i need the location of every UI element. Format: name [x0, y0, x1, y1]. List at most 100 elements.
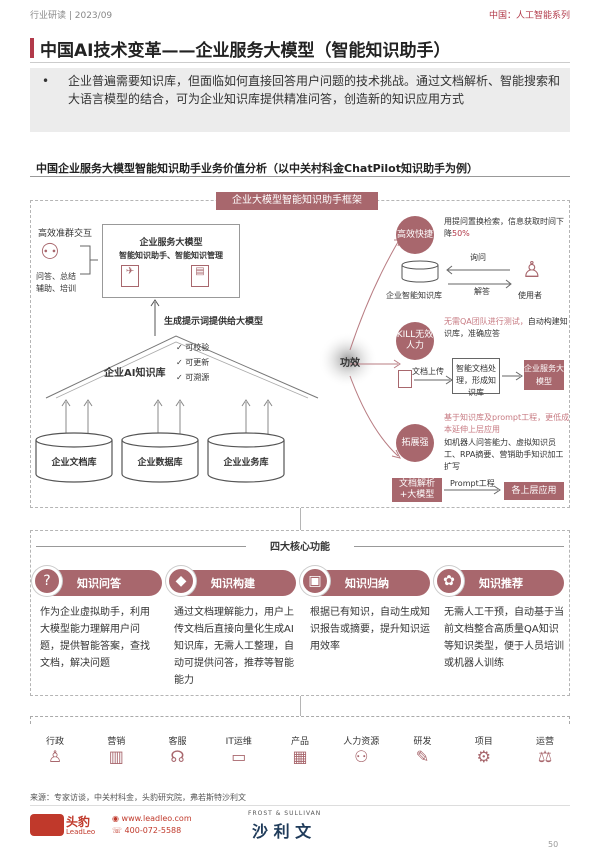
qa-tag-1: 问答、总结 — [36, 272, 76, 281]
dept-it-label: IT运维 — [225, 737, 252, 747]
dept-bracket — [30, 716, 570, 724]
footer-web-text: www.leadleo.com — [121, 814, 192, 823]
scale-icon: ⚖ — [537, 747, 553, 766]
eff2-arrow-2 — [502, 371, 523, 381]
dept-hr: 人力资源⚇ — [336, 734, 386, 766]
people-icon: ⚇ — [354, 747, 369, 766]
service-subtitle: 智能知识助手、智能知识管理 — [119, 251, 223, 260]
card-recommend-body: 无需人工干预，自动基于当前文档整合高质量QA知识等知识类型，便于人员培训或机器人… — [444, 607, 564, 669]
dept-hr-label: 人力资源 — [343, 737, 380, 747]
framework-label: 企业大模型智能知识助手框架 — [216, 192, 378, 210]
eff3-doc-model: 文档解析+大模型 — [392, 478, 442, 502]
dept-product: 产品▦ — [275, 734, 325, 766]
connector-line — [300, 508, 301, 530]
header-report-type: 行业研读 | 2023/09 — [30, 11, 113, 21]
eff3-upper-apps: 各上层应用 — [504, 482, 564, 500]
check-updatable-text: 可更新 — [185, 358, 210, 367]
page-number: 50 — [548, 840, 559, 849]
check-verifiable: ✓ 可校验 — [176, 343, 210, 352]
dept-connector — [300, 696, 301, 716]
db-docs: 企业文档库 — [51, 458, 97, 468]
eff1-kb-label: 企业智能知识库 — [386, 291, 442, 300]
web-icon: ◉ — [112, 814, 122, 823]
card-build-body: 通过文档理解能力，用户上传文档后直接向量化生成AI知识库，无需人工整理，自动可提… — [174, 607, 294, 686]
eff3-arrow — [444, 485, 501, 495]
flower-icon: ✿ — [434, 566, 464, 596]
eff1-answer: 解答 — [474, 287, 490, 296]
leadleo-logo-icon — [30, 814, 64, 836]
brand-en: LeadLeo — [66, 828, 96, 836]
phone-icon: ☏ — [112, 826, 125, 835]
core-area — [30, 530, 570, 696]
pencil-icon: ✎ — [415, 747, 430, 766]
footer-phone: ☏ 400-072-5588 — [112, 826, 181, 835]
footer-phone-text: 400-072-5588 — [124, 826, 182, 835]
dept-marketing-label: 营销 — [107, 737, 126, 747]
box-icon: ▦ — [292, 747, 308, 766]
check-verifiable-text: 可校验 — [185, 343, 210, 352]
eff2-service-tag: 企业服务大模型 — [524, 360, 564, 390]
dept-admin: 行政♙ — [30, 734, 80, 766]
eff1-desc-text: 用提问置换检索，信息获取时间下降 — [444, 217, 564, 238]
headset-icon: ☊ — [170, 747, 185, 766]
eff2-desc: 无需QA团队进行测试，自动构建知识库，准确应答 — [444, 316, 570, 340]
title-divider — [30, 62, 570, 63]
source-note: 来源：专家访谈，中关村科金，头豹研究院，弗若斯特沙利文 — [30, 793, 246, 802]
archive-icon: ▣ — [300, 566, 330, 596]
intro-bullet: • — [42, 74, 50, 88]
fs-en: FROST & SULLIVAN — [248, 810, 322, 817]
eff1-desc-pct: 50% — [452, 229, 470, 238]
book-icon: ▤ — [191, 265, 209, 287]
eff3-circle: 拓展强 — [396, 424, 434, 462]
cube-icon: ◆ — [166, 566, 196, 596]
dept-rnd-label: 研发 — [413, 737, 432, 747]
prompt-label: 生成提示词提供给大模型 — [164, 317, 264, 327]
bracket-arrow — [80, 245, 98, 275]
footer-web[interactable]: ◉ www.leadleo.com — [112, 814, 192, 823]
dept-project: 项目⚙ — [459, 734, 509, 766]
dept-project-label: 项目 — [474, 737, 493, 747]
dept-ops: 运营⚖ — [520, 734, 570, 766]
core-rule-right — [354, 546, 564, 547]
fs-cn: 沙 利 文 — [252, 822, 312, 841]
footer-divider — [30, 805, 570, 806]
question-icon: ? — [32, 566, 62, 596]
dept-row: 行政♙ 营销▥ 客服☊ IT运维▭ 产品▦ 人力资源⚇ 研发✎ 项目⚙ 运营⚖ — [30, 734, 570, 766]
kb-label: 企业AI知识库 — [104, 368, 166, 379]
eff2-process-box: 智能文档处理，形成知识库 — [452, 358, 500, 397]
dept-rnd: 研发✎ — [398, 734, 448, 766]
monitor-icon: ▭ — [231, 747, 247, 766]
dept-support: 客服☊ — [153, 734, 203, 766]
kb-to-service-arrow — [150, 299, 160, 336]
card-summary-body: 根据已有知识，自动生成知识报告或摘要，提升知识运用效率 — [310, 607, 430, 652]
dept-it: IT运维▭ — [214, 734, 264, 766]
check-traceable-text: 可溯源 — [185, 373, 210, 382]
check-traceable: ✓ 可溯源 — [176, 373, 210, 382]
eff1-circle: 高效快捷 — [396, 216, 434, 254]
eff2-upload: 文档上传 — [412, 367, 444, 376]
db-business: 企业业务库 — [223, 458, 269, 468]
eff2-arrow-1 — [414, 375, 453, 385]
title-accent-bar — [30, 38, 34, 58]
dept-product-label: 产品 — [290, 737, 309, 747]
header-series: 中国：人工智能系列 — [488, 11, 570, 21]
effect-fan — [318, 239, 401, 459]
gear-icon: ⚙ — [476, 747, 491, 766]
eff1-user: 使用者 — [518, 291, 542, 300]
effect-label: 功效 — [340, 358, 360, 369]
eff2-desc-b: 自动构建知识库，准确应答 — [444, 317, 568, 338]
eff3-prompt: Prompt工程 — [450, 479, 495, 488]
interaction-label: 高效准群交互 — [38, 229, 93, 239]
eff1-kb-cylinder — [401, 260, 439, 283]
dept-admin-label: 行政 — [45, 737, 64, 747]
send-icon: ✈ — [121, 265, 139, 287]
person-icon: ♙ — [47, 747, 63, 766]
databases — [35, 432, 285, 483]
user-icon: ♙ — [522, 258, 542, 283]
eff3-desc-b: 如机器人问答能力、虚拟知识员工、RPA摘要、营销助手知识加工扩写 — [444, 438, 564, 471]
brand-cn: 头豹 — [66, 815, 91, 829]
eff3-desc-a: 基于知识库及prompt工程，更低成本延伸上层应用 — [444, 413, 570, 434]
intro-text: 企业普遍需要知识库，但面临如何直接回答用户问题的技术挑战。通过文档解析、智能搜索… — [68, 74, 561, 106]
db-data: 企业数据库 — [137, 458, 183, 468]
card-qa-body: 作为企业虚拟助手，利用大模型能力理解用户问题，提供智能答案，查找文档，解决问题 — [40, 607, 150, 669]
